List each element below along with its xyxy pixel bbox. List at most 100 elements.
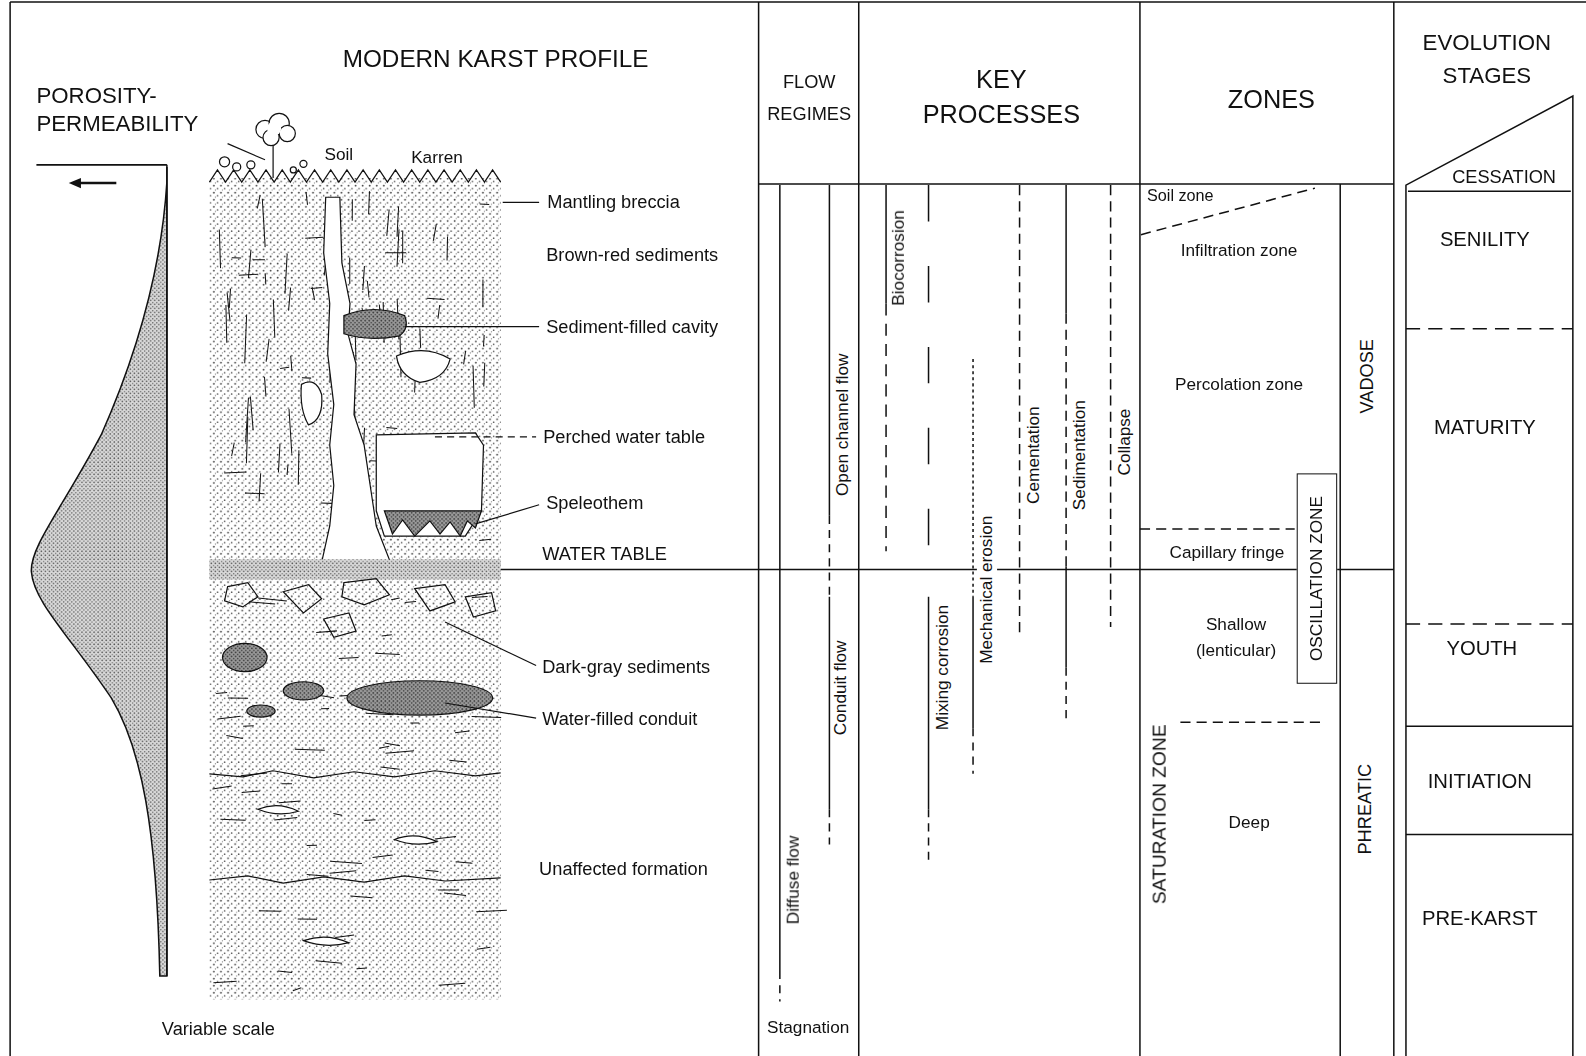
- process-lines: [885, 303, 887, 551]
- stage-wedge: [1406, 623, 1573, 625]
- karst-profile: [402, 230, 403, 263]
- karst-profile: [473, 366, 474, 408]
- karst-profile: [333, 814, 341, 816]
- diagram-label: Speleothem: [546, 491, 643, 514]
- stage-wedge: [1406, 834, 1573, 836]
- karst-profile: [226, 736, 243, 739]
- karst-profile: [349, 258, 350, 284]
- karst-profile: [307, 874, 329, 876]
- process-lines: [886, 185, 1111, 865]
- diagram-label: Shallow (lenticular): [1176, 611, 1295, 663]
- karst-profile: [465, 593, 495, 617]
- karst-profile: [228, 144, 265, 160]
- karst-profile: [324, 613, 356, 637]
- karst-profile: [405, 601, 416, 602]
- karst-profile: [479, 539, 491, 540]
- diagram-label: Stagnation: [767, 1017, 849, 1038]
- porosity-curve: [36, 164, 166, 166]
- flow-lines: [779, 971, 781, 1001]
- karst-profile: [289, 288, 291, 311]
- karst-profile: [246, 398, 249, 443]
- karst-profile: [379, 746, 389, 748]
- karst-profile: [302, 377, 311, 378]
- diagram-label: Capillary fringe: [1170, 542, 1285, 563]
- leader-lines: [405, 326, 540, 327]
- karst-profile: [262, 199, 265, 247]
- frame-lines: [1393, 2, 1395, 1056]
- karst-profile: [316, 631, 337, 633]
- leader-lines: [405, 202, 540, 718]
- karst-profile: [279, 801, 301, 803]
- karst-profile: [220, 819, 245, 820]
- karst-profile: [278, 971, 292, 972]
- karst-profile: [456, 862, 473, 863]
- karst-profile: [357, 967, 367, 969]
- karst-profile: [373, 855, 393, 857]
- karst-profile: [384, 511, 481, 536]
- profile-title: MODERN KARST PROFILE: [343, 43, 649, 73]
- karst-profile: [427, 298, 444, 299]
- diagram-label: Soil zone: [1147, 186, 1214, 206]
- karst-profile: [291, 356, 292, 371]
- karst-profile: [243, 725, 254, 727]
- diagram-label: POROSITY- PERMEABILITY: [36, 81, 233, 137]
- diagram-label: Conduit flow: [831, 638, 852, 737]
- process-lines: [1065, 185, 1067, 313]
- karst-profile: [209, 559, 500, 579]
- diagram-label: INITIATION: [1428, 769, 1532, 794]
- karst-profile: [278, 443, 280, 472]
- diagram-label: ZONES: [1228, 83, 1315, 115]
- porosity-curve: [166, 165, 168, 976]
- karst-profile: [274, 818, 297, 820]
- karst-profile: [225, 583, 258, 607]
- karst-profile: [380, 767, 399, 769]
- zone-lines: [1339, 184, 1341, 1056]
- karst-profile: [410, 722, 419, 723]
- diagram-label: VADOSE: [1357, 337, 1379, 416]
- karst-profile: [480, 204, 489, 205]
- diagram-label: SATURATION ZONE: [1149, 722, 1172, 906]
- karst-profile: [219, 157, 229, 167]
- karst-profile: [295, 749, 325, 750]
- karst-profile: [331, 861, 362, 863]
- diagram-label: Infiltration zone: [1181, 240, 1298, 261]
- karst-profile: [335, 935, 354, 938]
- karst-profile: [283, 585, 321, 613]
- diagram-label: Brown-red sediments: [546, 244, 718, 267]
- karst-profile: [344, 310, 406, 339]
- karst-profile: [352, 199, 353, 220]
- flow-lines: [829, 185, 831, 516]
- diagram-label: Unaffected formation: [539, 857, 708, 880]
- process-lines: [972, 728, 974, 774]
- karst-profile: [397, 229, 399, 267]
- leader-lines: [503, 202, 539, 203]
- karst-profile: [444, 893, 466, 896]
- karst-profile: [267, 121, 281, 135]
- karst-profile: [223, 643, 268, 671]
- karst-profile: [229, 288, 230, 307]
- karst-profile: [435, 836, 456, 839]
- karst-profile: [368, 191, 370, 214]
- karst-profile: [253, 259, 265, 260]
- diagram-label: Collapse: [1114, 407, 1135, 478]
- process-lines: [1065, 566, 1067, 667]
- karst-profile: [216, 693, 227, 694]
- zone-lines: [1140, 528, 1295, 530]
- karst-profile: [433, 224, 436, 241]
- diagram-label: Open channel flow: [833, 352, 854, 498]
- karst-profile: [227, 292, 230, 321]
- karst-profile: [287, 465, 289, 475]
- process-lines: [928, 809, 930, 865]
- karst-profile: [209, 771, 500, 778]
- karst-profile: [242, 791, 260, 793]
- process-lines: [972, 597, 974, 728]
- karst-profile: [391, 598, 400, 600]
- frame-lines: [10, 2, 1586, 1056]
- karst-profile: [249, 602, 275, 604]
- leader-lines: [445, 622, 536, 665]
- karst-profile: [298, 450, 300, 484]
- karst-profile: [306, 192, 307, 205]
- karst-profile: [364, 819, 375, 821]
- karst-profile: [438, 305, 440, 319]
- karst-profile: [298, 919, 317, 920]
